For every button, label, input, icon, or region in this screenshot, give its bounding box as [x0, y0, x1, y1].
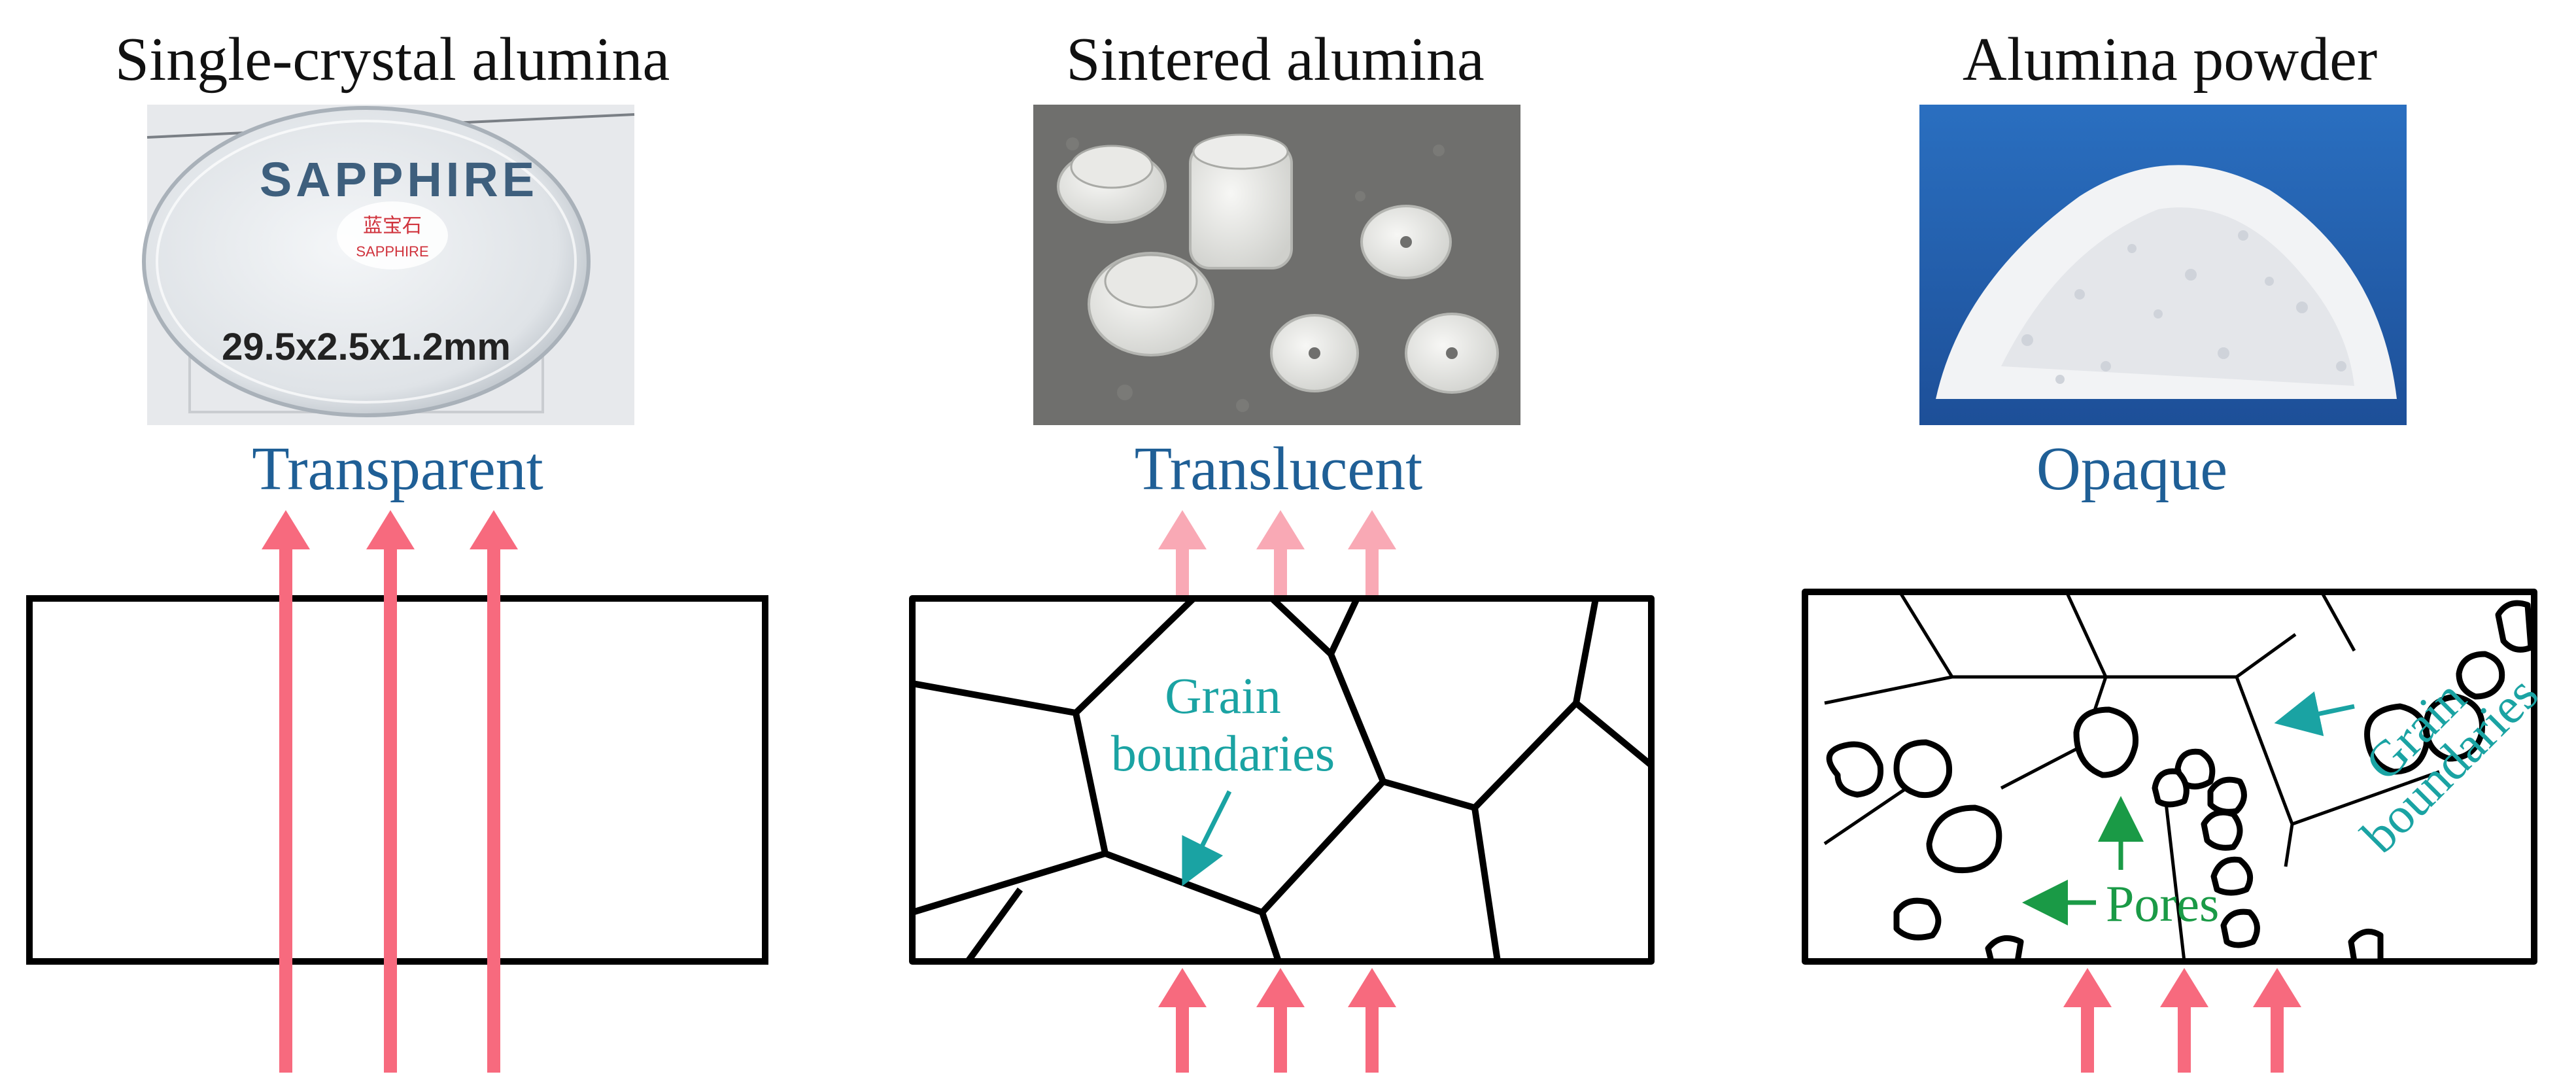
powder-photo — [1919, 105, 2407, 425]
pores-annotation: Pores — [2022, 796, 2219, 932]
pores-label: Pores — [2106, 875, 2219, 932]
porous-grains — [1802, 589, 2537, 965]
grain-annotation-arrow — [2274, 691, 2355, 736]
sapphire-stamp-en: SAPPHIRE — [356, 243, 428, 260]
sapphire-photo: SAPPHIRE 蓝宝石 SAPPHIRE 29.5x2.5x1.2mm — [142, 105, 635, 425]
sapphire-brand-text: SAPPHIRE — [260, 152, 538, 207]
sintered-photo — [1033, 105, 1520, 425]
annotation-line-1: Grain — [1165, 667, 1281, 724]
panel-sintered: Sintered alumina Translucent — [909, 26, 1655, 1073]
panel-title: Sintered alumina — [1066, 26, 1485, 94]
sapphire-stamp-cn: 蓝宝石 — [363, 215, 422, 237]
panel-single-crystal: Single-crystal alumina SAPPHIRE 蓝宝石 SAPP… — [26, 26, 768, 1073]
transparency-label: Translucent — [1135, 435, 1422, 503]
faded-exit-rays — [1158, 510, 1396, 595]
grain-boundaries-annotation: Grain boundaries — [1111, 667, 1335, 887]
panel-title: Single-crystal alumina — [115, 26, 670, 94]
sapphire-dimensions: 29.5x2.5x1.2mm — [222, 326, 511, 368]
polycrystal-grains — [909, 595, 1655, 965]
panel-title: Alumina powder — [1963, 26, 2377, 94]
panel-powder: Alumina powder Opaque — [1802, 26, 2549, 1073]
entry-rays — [1158, 968, 1396, 1073]
transparency-label: Transparent — [252, 435, 543, 503]
annotation-line-2: boundaries — [1111, 725, 1335, 782]
entry-rays — [2063, 968, 2301, 1073]
transparency-label: Opaque — [2036, 435, 2227, 503]
annotation-arrow — [1182, 790, 1232, 887]
crystal-block — [26, 595, 768, 965]
light-rays — [262, 510, 518, 1073]
